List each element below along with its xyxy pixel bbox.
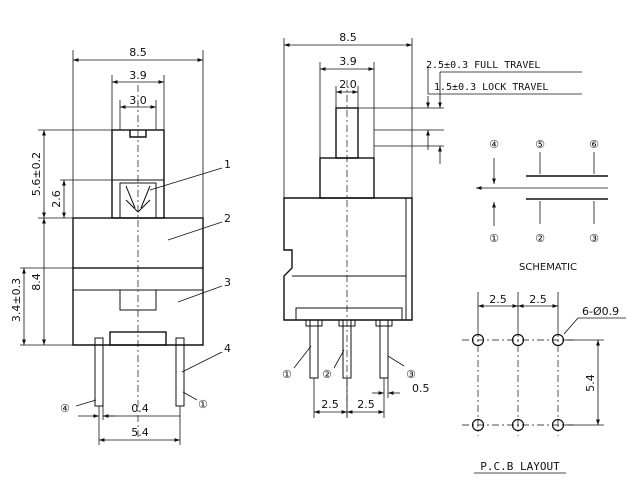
front-dim-height-small: 2.6 — [50, 190, 63, 208]
front-dim-width-cap: 3.0 — [129, 94, 147, 107]
side-body — [283, 197, 413, 321]
pcb-hole-spec: 6-Ø0.9 — [582, 305, 619, 318]
schematic-bottom-label-1: ① — [489, 232, 499, 245]
schematic-bottom-label-3: ③ — [589, 232, 599, 245]
front-callout-1: 1 — [224, 158, 231, 171]
side-pin-label-1: ① — [282, 368, 292, 381]
front-contact-spring — [125, 185, 151, 213]
front-callout-3: 3 — [224, 276, 231, 289]
pcb-title: P.C.B LAYOUT — [480, 460, 560, 473]
schematic-top-label-5: ⑤ — [535, 138, 545, 151]
front-dim-height-plunger: 5.6±0.2 — [30, 152, 43, 196]
pcb-dim-pitch-a: 2.5 — [489, 293, 507, 306]
front-dim-pin-gap: 0.4 — [131, 402, 149, 415]
front-plunger-notch — [129, 130, 147, 138]
pcb-dim-pitch-b: 2.5 — [529, 293, 547, 306]
schematic-bottom-label-2: ② — [535, 232, 545, 245]
front-callout-4: 4 — [224, 342, 231, 355]
front-body-step — [119, 290, 157, 311]
side-pin-label-3: ③ — [406, 368, 416, 381]
front-dim-pin-span: 5.4 — [131, 426, 149, 439]
front-pin-label-4: ④ — [60, 402, 70, 415]
side-dim-pitch-b: 2.5 — [357, 398, 375, 411]
side-pin-3 — [379, 319, 389, 379]
front-dim-width-total: 8.5 — [129, 46, 147, 59]
front-dim-height-lower: 3.4±0.3 — [10, 278, 23, 322]
pcb-dim-row-gap: 5.4 — [584, 374, 597, 392]
schematic-top-label-6: ⑥ — [589, 138, 599, 151]
front-base-tab — [109, 331, 167, 346]
side-base-step — [295, 307, 403, 320]
front-dim-width-plunger: 3.9 — [129, 69, 147, 82]
side-pin-label-2: ② — [322, 368, 332, 381]
side-dim-pitch-a: 2.5 — [321, 398, 339, 411]
front-body-upper — [72, 217, 204, 269]
side-dim-full-travel: 2.5±0.3 FULL TRAVEL — [426, 60, 540, 71]
pcb-layout: 2.5 2.5 6-Ø0.9 5.4 P.C.B LAYOUT — [462, 292, 626, 474]
side-dim-width-total: 8.5 — [339, 31, 357, 44]
side-dim-lock-travel: 1.5±0.3 LOCK TRAVEL — [434, 82, 548, 93]
side-pin-1 — [309, 319, 319, 379]
side-dim-pin-thickness: 0.5 — [412, 382, 430, 395]
schematic: ④ ⑤ ⑥ ① ② ③ SCHEMATIC — [476, 138, 608, 273]
front-pin-label-1: ① — [198, 398, 208, 411]
front-dim-height-body: 8.4 — [30, 273, 43, 291]
schematic-title: SCHEMATIC — [519, 262, 577, 273]
front-view: 8.5 3.9 3.0 5.6±0.2 2.6 8.4 3.4±0.3 1 2 … — [10, 46, 231, 445]
schematic-top-label-4: ④ — [489, 138, 499, 151]
side-dim-width-stem: 2.0 — [339, 78, 357, 91]
side-dim-width-plunger: 3.9 — [339, 55, 357, 68]
side-view: 8.5 3.9 2.0 2.5±0.3 FULL TRAVEL 1.5±0.3 … — [282, 31, 582, 420]
front-pin-left — [94, 337, 104, 407]
front-callout-2: 2 — [224, 212, 231, 225]
